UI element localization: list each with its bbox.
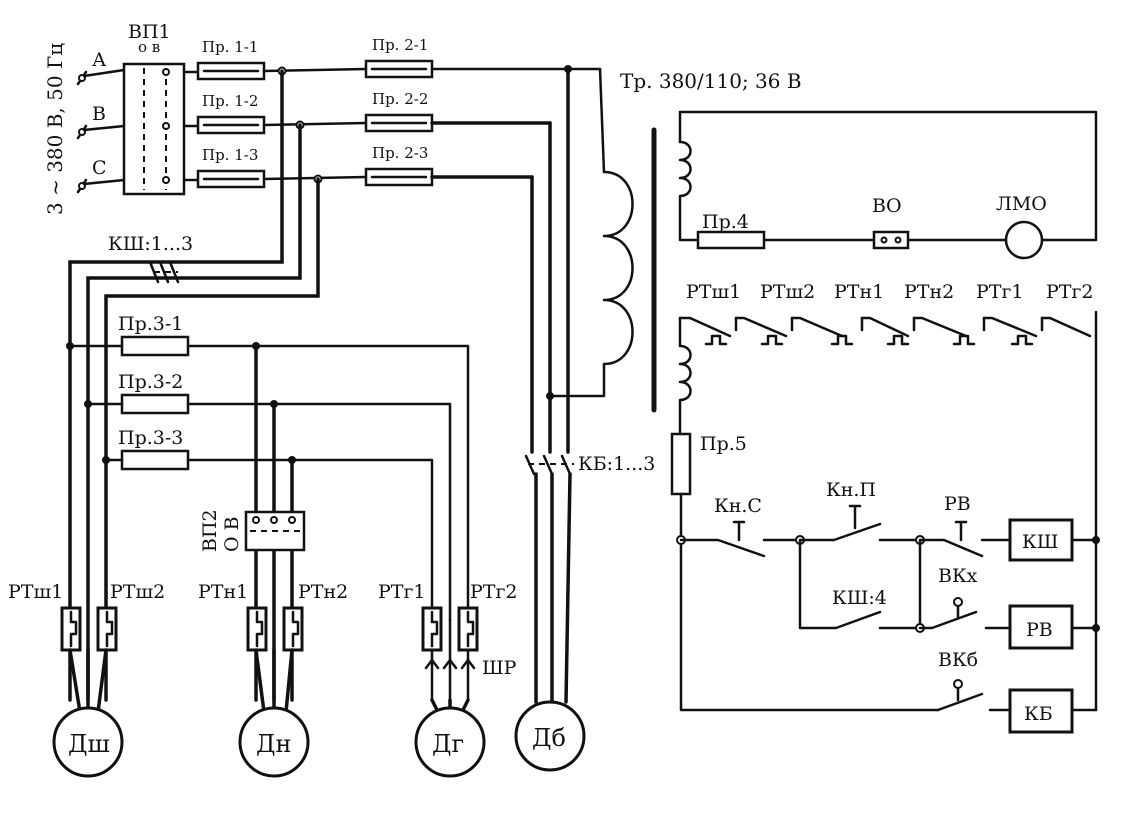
vp1-positions-label: о в <box>138 38 160 56</box>
kb-contactor-label: КБ:1...3 <box>578 453 655 475</box>
fast-travel-motor <box>514 700 586 772</box>
fuses-group-1: Пр. 1-1 Пр. 1-2 Пр. 1-3 <box>196 38 266 189</box>
thermal-relay-rtsh2-label: РТш2 <box>110 581 165 603</box>
fuse-3-2 <box>120 393 190 415</box>
coil-rv-label: РВ <box>1026 619 1053 641</box>
lamp-circuit: Пр.4 ВО ЛМО <box>678 110 1098 260</box>
fuse-3-2-label: Пр.3-2 <box>118 371 183 393</box>
local-lamp <box>1004 220 1044 260</box>
vp2-positions-label: О В <box>221 516 243 552</box>
phase-b-label: В <box>92 103 106 125</box>
contact-rtn1-label: РТн1 <box>834 281 884 303</box>
thermal-relays: РТш1 РТш2 РТн1 РТн2 РТг1 РТг2 <box>8 581 518 652</box>
hydraulic-motor-label: Дг <box>432 730 464 758</box>
fuse-3-3-label: Пр.3-3 <box>118 427 183 449</box>
fuse-5 <box>670 432 692 496</box>
motors: Дш Дн Дг Дб <box>52 648 586 778</box>
vp1-label: ВП1 <box>128 21 171 43</box>
coil-rv <box>1008 604 1074 650</box>
coil-ksh-label: КШ <box>1022 531 1058 553</box>
supply-section: 3 ~ 380 В, 50 Гц А В С <box>43 43 126 215</box>
fuse-3-1 <box>120 335 190 357</box>
limit-switch-x-label: ВКх <box>938 565 978 587</box>
fuse-4-label: Пр.4 <box>702 211 749 233</box>
thermal-relay-rtn2-label: РТн2 <box>298 581 348 603</box>
ksh-contactor-label: КШ:1...3 <box>108 233 193 255</box>
fuse-5-label: Пр.5 <box>700 433 747 455</box>
phase-c-label: С <box>92 157 107 179</box>
lamp-switch <box>872 230 910 250</box>
coil-ksh <box>1008 518 1074 562</box>
transformer-label: Тр. 380/110; 36 В <box>620 69 802 93</box>
relay-contact-chain: РТш1 РТш2 РТн1 РТн2 РТг1 РТг2 <box>678 281 1098 712</box>
fuse-3-1-label: Пр.3-1 <box>118 313 183 335</box>
fuse-1-3-label: Пр. 1-3 <box>202 146 258 164</box>
lamp-switch-label: ВО <box>872 195 902 217</box>
contact-rtn2-label: РТн2 <box>904 281 954 303</box>
thermal-relay-rtsh1-label: РТш1 <box>8 581 63 603</box>
supply-voltage-label: 3 ~ 380 В, 50 Гц <box>43 43 67 215</box>
spindle-contactor-ksh: КШ:1...3 <box>108 233 193 284</box>
fuse-2-1-label: Пр. 2-1 <box>372 36 428 54</box>
thermal-relay-rtg2-label: РТг2 <box>470 581 518 603</box>
main-bus <box>68 65 602 702</box>
phase-a-label: А <box>92 49 107 71</box>
coil-kb-label: КБ <box>1024 703 1053 725</box>
plug-label: ШР <box>482 657 517 679</box>
pump-motor <box>238 706 310 778</box>
fuses-group-2: Пр. 2-1 Пр. 2-2 Пр. 2-3 <box>364 36 434 187</box>
fuses-group-3: Пр.3-1 Пр.3-2 Пр.3-3 <box>66 313 470 622</box>
thermal-relay-rtn1-label: РТн1 <box>198 581 248 603</box>
hydraulic-motor <box>414 706 486 778</box>
fuse-3-3 <box>120 449 190 471</box>
input-switch-vp1: ВП1 о в <box>122 21 200 196</box>
pump-motor-label: Дн <box>256 730 292 758</box>
stop-button-label: Кн.П <box>826 479 876 501</box>
thermal-relay-rtg1-label: РТг1 <box>378 581 426 603</box>
ksh-aux-label: КШ:4 <box>832 587 887 609</box>
limit-switch-b-label: ВКб <box>938 649 978 671</box>
contact-rtg1-label: РТг1 <box>976 281 1024 303</box>
fuse-2-3-label: Пр. 2-3 <box>372 144 428 162</box>
rv-contact-label: РВ <box>944 493 971 515</box>
control-circuit: Пр.5 Кн.С Кн.П КШ:4 РВ КШ ВКх <box>670 432 1100 734</box>
fast-travel-branch: КБ:1...3 <box>524 67 655 704</box>
spindle-motor <box>52 706 124 778</box>
lamp-label: ЛМО <box>996 193 1047 215</box>
fast-travel-motor-label: Дб <box>532 724 566 752</box>
vp2-label: ВП2 <box>199 509 221 552</box>
contact-rtg2-label: РТг2 <box>1046 281 1094 303</box>
plug-connector-shr: ШР <box>424 618 517 702</box>
start-button-label: Кн.С <box>714 495 762 517</box>
fuse-1-1-label: Пр. 1-1 <box>202 38 258 56</box>
contact-rtsh2-label: РТш2 <box>760 281 815 303</box>
contact-rtsh1-label: РТш1 <box>686 281 741 303</box>
transformer: Тр. 380/110; 36 В <box>546 67 802 436</box>
fuse-1-2-label: Пр. 1-2 <box>202 92 258 110</box>
fuse-4 <box>696 230 766 250</box>
spindle-motor-label: Дш <box>68 730 110 758</box>
fuse-2-2-label: Пр. 2-2 <box>372 90 428 108</box>
